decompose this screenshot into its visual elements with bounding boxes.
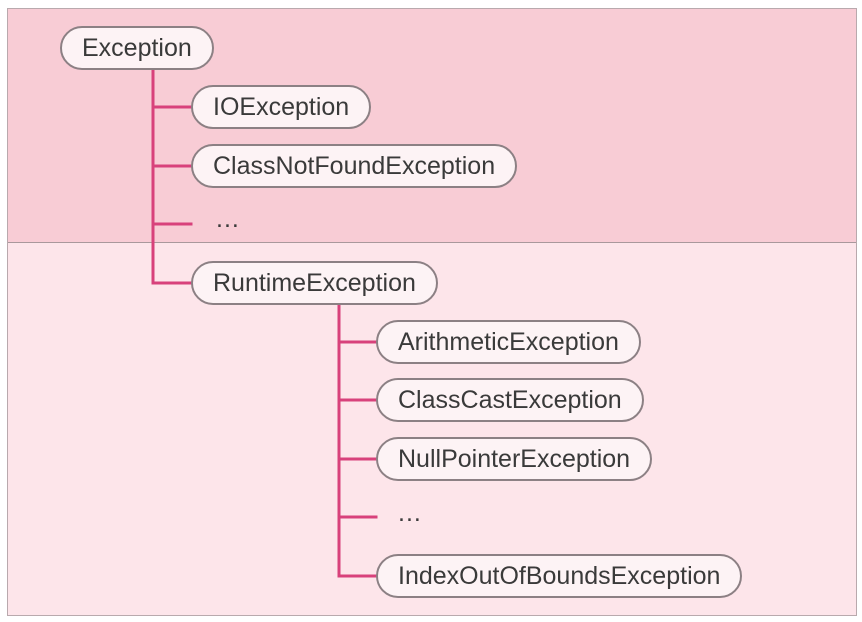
node-classnotfoundexception: ClassNotFoundException bbox=[191, 144, 518, 188]
node-runtimeexception: RuntimeException bbox=[191, 261, 438, 305]
node-indexoutofboundsexception: IndexOutOfBoundsException bbox=[376, 554, 743, 598]
runtime-exceptions-region bbox=[8, 243, 856, 615]
node-exception: Exception bbox=[60, 26, 214, 70]
node-classcastexception: ClassCastException bbox=[376, 378, 644, 422]
node-arithmeticexception: ArithmeticException bbox=[376, 320, 641, 364]
node-nullpointerexception: NullPointerException bbox=[376, 437, 653, 481]
tree-connectors bbox=[151, 69, 378, 578]
runtime-more-ellipsis: ... bbox=[398, 499, 422, 527]
node-ioexception: IOException bbox=[191, 85, 372, 129]
exception-hierarchy-diagram: Exception IOException ClassNotFoundExcep… bbox=[7, 8, 857, 616]
checked-more-ellipsis: ... bbox=[216, 205, 240, 233]
